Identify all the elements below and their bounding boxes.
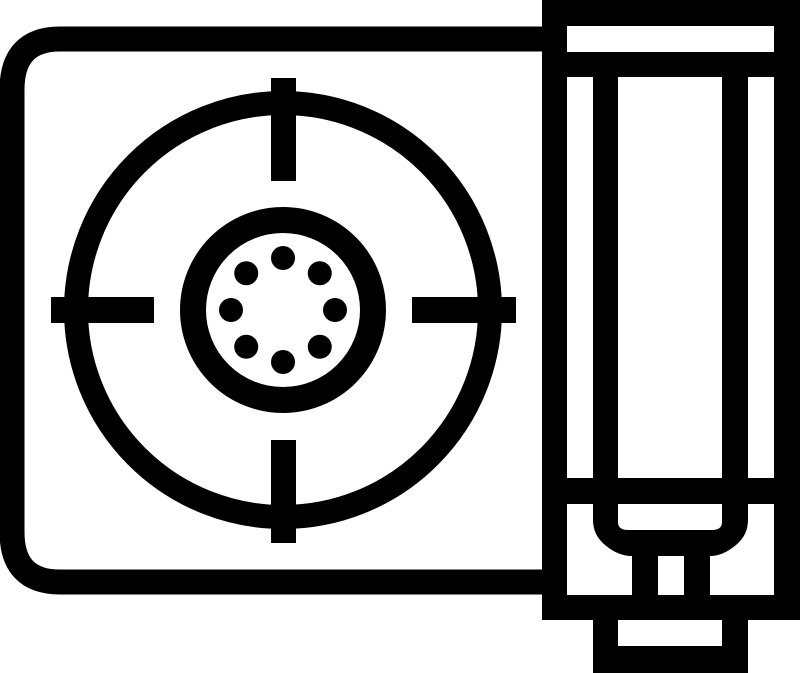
burner-hole [219, 298, 243, 322]
burner-hole [323, 298, 347, 322]
canister-shoulder [618, 504, 722, 530]
valve-neck-slot [658, 556, 684, 595]
canister-side-left [567, 77, 593, 478]
burner-hole [307, 261, 332, 286]
burner-hole [271, 350, 295, 374]
burner-hole [307, 334, 332, 359]
burner-inner-ring [180, 207, 386, 413]
burner-hole [271, 246, 295, 270]
burner-hole [234, 261, 259, 286]
canister-lower-left [567, 504, 632, 595]
canister-body [618, 77, 722, 478]
canister-side-right [748, 77, 774, 478]
burner-hole [234, 334, 259, 359]
pan-support-right [412, 297, 516, 323]
stove-body [0, 26, 555, 595]
pan-support-top [271, 78, 296, 181]
canister-lower-right [710, 504, 774, 595]
gas-connector-slot [618, 620, 722, 646]
canister-top-slot [567, 26, 774, 52]
pan-support-bottom [271, 440, 296, 543]
pan-support-left [51, 297, 154, 323]
burner-holes [219, 246, 347, 374]
